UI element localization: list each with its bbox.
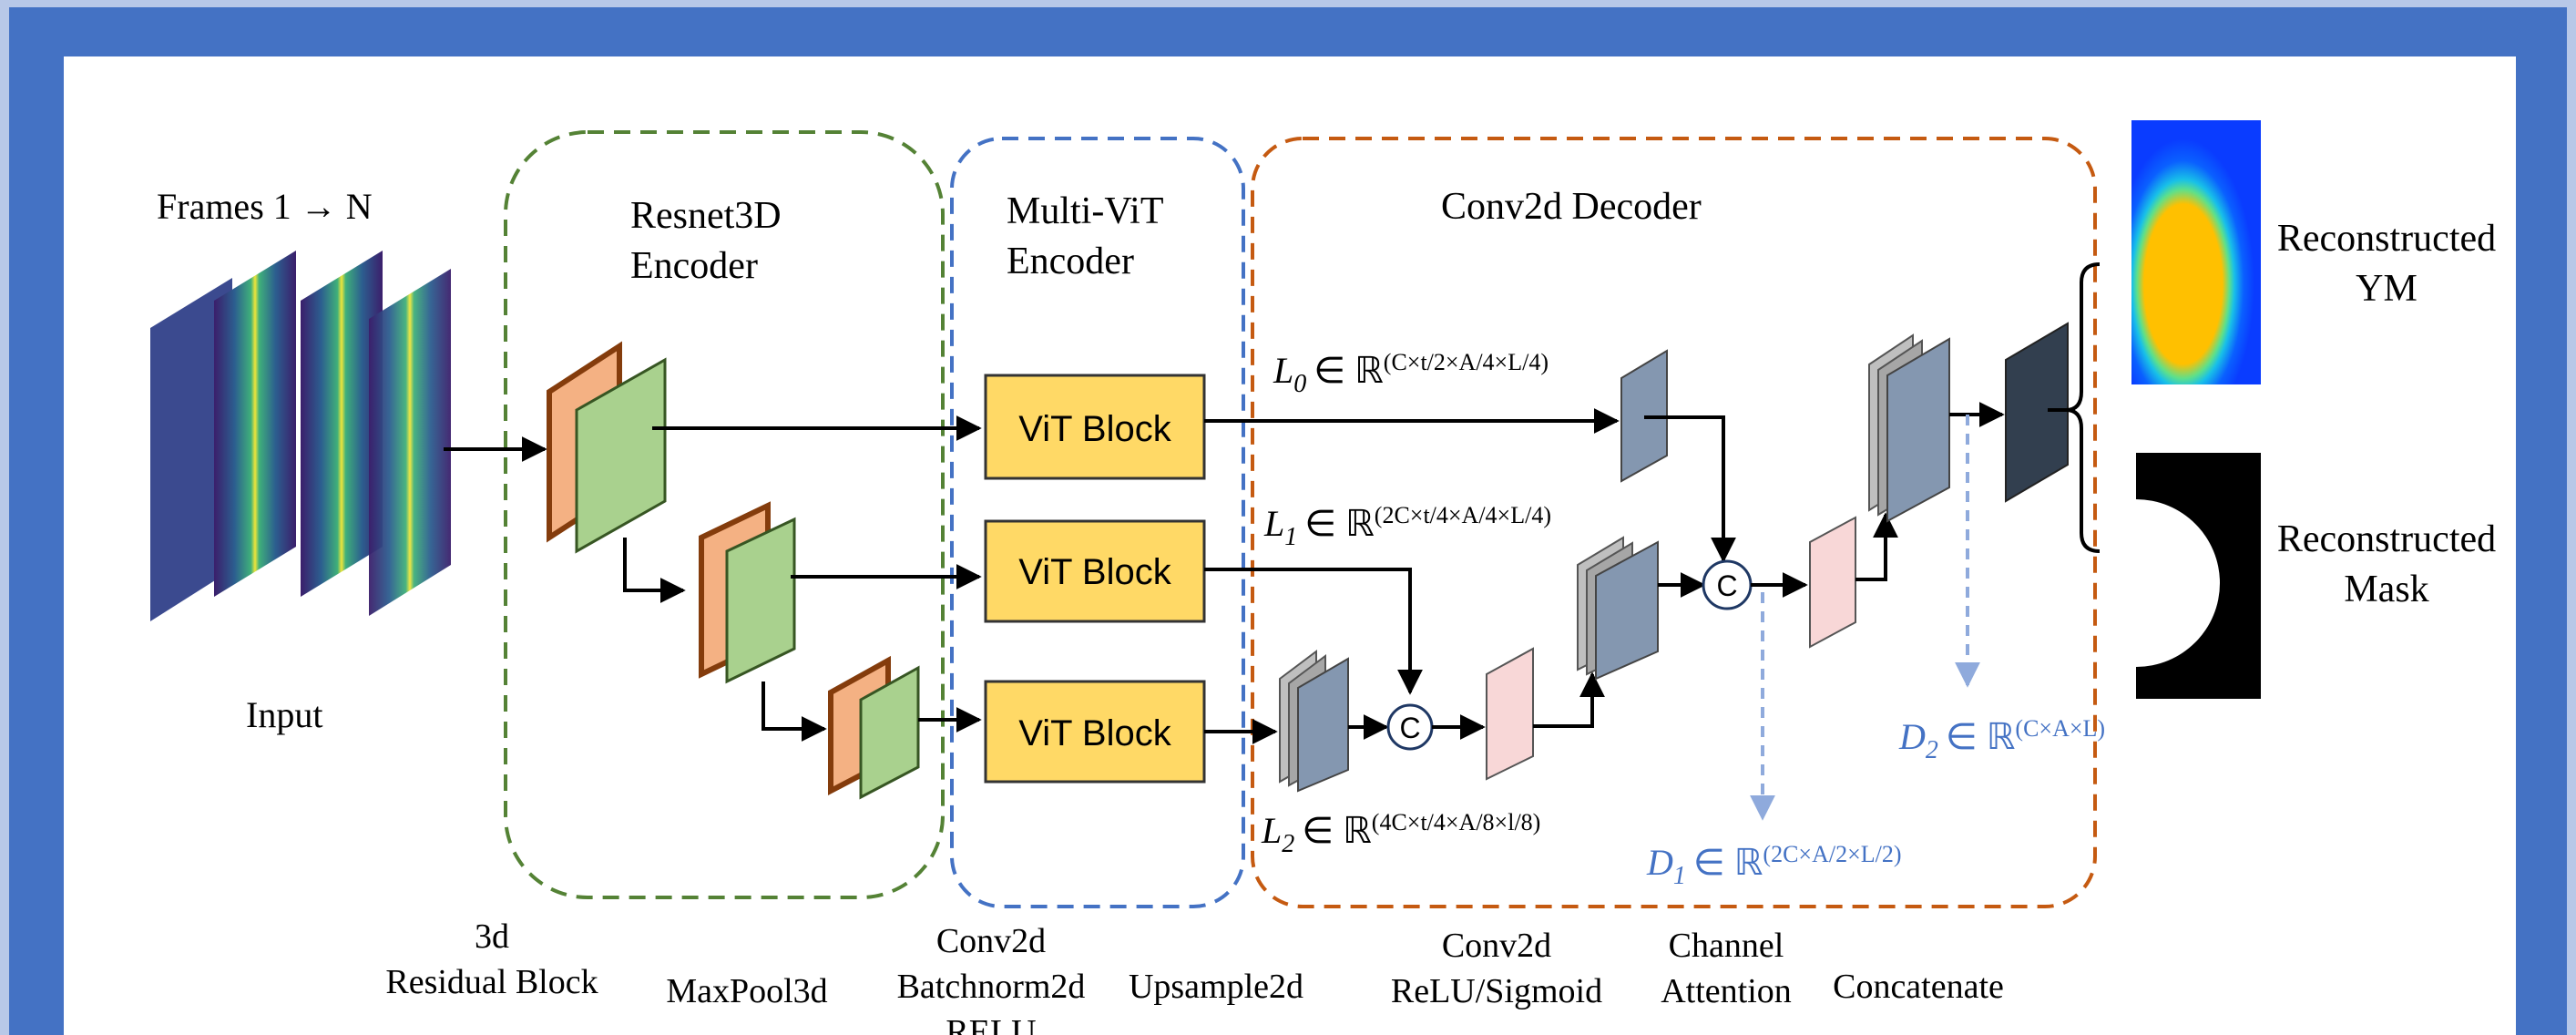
l0-to-concat2-arrow [1644,415,1736,563]
l0-label: L0∈ ℝ(C×t/2×A/4×L/4) [1273,349,1549,398]
maxpool-arrow-1 [623,538,686,603]
residual-block-3 [828,655,920,800]
d1-label: D1∈ ℝ(2C×A/2×L/2) [1646,841,1902,890]
d2-label: D2∈ ℝ(C×A×L) [1898,715,2105,764]
feature-stack-mid [1577,536,1659,681]
legend-conv-line1: Conv2d [936,922,1046,960]
vit-block-3-label: ViT Block [1018,713,1171,753]
svg-text:C: C [1399,712,1420,744]
vit2-to-concat-arrow [1204,568,1423,695]
legend-channel-line1: Channel [1669,927,1784,965]
multi-vit-encoder-box [950,137,1245,908]
vit-block-3: ViT Block [984,680,1206,784]
maxpool-arrow-2 [762,681,827,742]
resnet-title-line2: Encoder [630,245,758,287]
concat-node-1: C [1386,703,1434,751]
feature-stack-small [1279,650,1349,793]
vit-block-1-label: ViT Block [1018,409,1171,449]
canvas-background [64,56,2516,1035]
svg-text:C: C [1716,569,1737,602]
output-feature-map [2005,322,2069,503]
residual-block-1 [547,341,667,554]
recon-ym-line1: Reconstructed [2277,218,2496,260]
resnet3d-encoder-box [504,130,945,899]
l1-label: L1∈ ℝ(2C×t/4×A/4×L/4) [1263,502,1551,551]
input-label: Input [246,694,322,735]
legend-residual-line1: 3d [475,917,509,956]
recon-ym-line2: YM [2356,268,2418,310]
attention2-to-stack-arrow [1855,512,1898,581]
svg-text:D1∈ ℝ(2C×A/2×L/2): D1∈ ℝ(2C×A/2×L/2) [1646,841,1902,890]
residual-block-2 [699,501,796,684]
conv2d-decoder-box [1251,137,2097,908]
channel-attention-2 [1809,516,1856,649]
vit-title-line2: Encoder [1007,241,1134,282]
decoder-title: Conv2d Decoder [1441,186,1702,228]
legend-conv2-line2: ReLU/Sigmoid [1391,972,1602,1010]
legend-conv-line3: RELU [946,1013,1036,1035]
frames-label: Frames 1 → N [157,186,373,227]
svg-text:L0∈ ℝ(C×t/2×A/4×L/4): L0∈ ℝ(C×t/2×A/4×L/4) [1273,349,1549,398]
vit-block-2-label: ViT Block [1018,552,1171,592]
legend-maxpool: MaxPool3d [666,972,827,1010]
recon-mask-line1: Reconstructed [2277,518,2496,560]
legend-channel-line2: Attention [1661,972,1792,1010]
recon-mask-line2: Mask [2344,569,2428,610]
l2-label: L2∈ ℝ(4C×t/4×A/8×l/8) [1261,809,1540,858]
legend-conv-line2: Batchnorm2d [897,968,1086,1006]
legend: 3d Residual Block MaxPool3d Conv2d Batch… [385,917,2004,1035]
output-brace [2065,262,2101,553]
vit-title-line1: Multi-ViT [1007,190,1163,232]
input-frames [150,251,451,621]
attention1-to-stack-arrow [1533,671,1605,728]
concat-node-2: C [1702,559,1753,610]
legend-residual-line2: Residual Block [385,963,598,1001]
vit-block-2: ViT Block [984,519,1206,623]
reconstructed-mask-image [2136,453,2261,699]
svg-text:D2∈ ℝ(C×A×L): D2∈ ℝ(C×A×L) [1898,715,2105,764]
feature-stack-top [1868,333,1950,523]
resnet-title-line1: Resnet3D [630,195,782,237]
legend-upsample: Upsample2d [1129,968,1303,1006]
svg-text:L1∈ ℝ(2C×t/4×A/4×L/4): L1∈ ℝ(2C×t/4×A/4×L/4) [1263,502,1551,551]
legend-conv2-line1: Conv2d [1442,927,1551,965]
legend-concatenate: Concatenate [1833,968,2004,1006]
svg-text:L2∈ ℝ(4C×t/4×A/8×l/8): L2∈ ℝ(4C×t/4×A/8×l/8) [1261,809,1540,858]
vit-block-1: ViT Block [984,374,1206,480]
reconstructed-ym-image [2131,120,2261,384]
channel-attention-1 [1486,647,1534,781]
